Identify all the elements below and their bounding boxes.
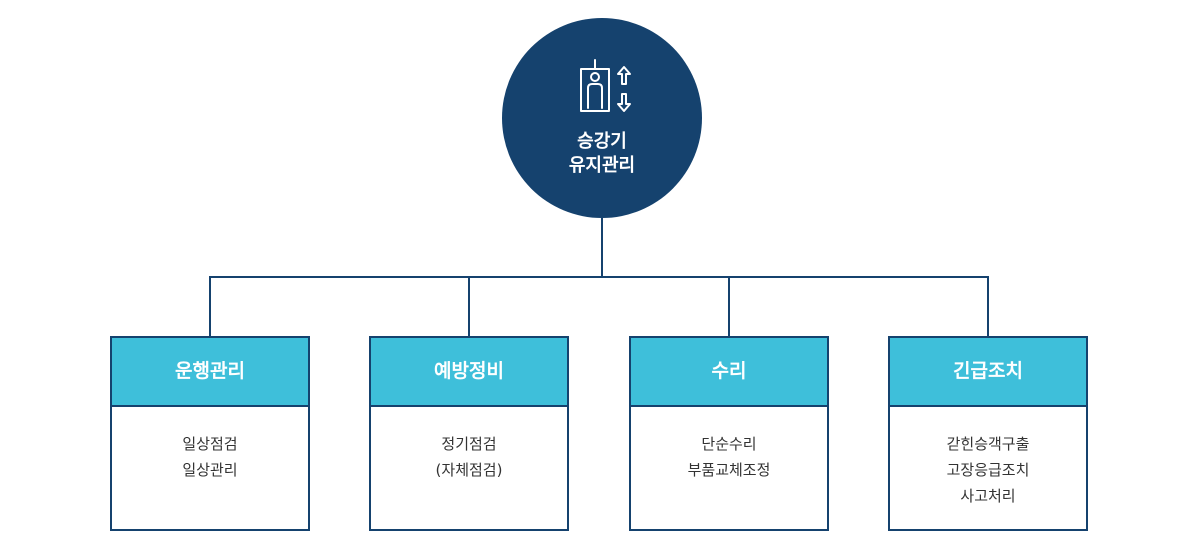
branch-preventive-maintenance: 예방정비 정기점검 (자체점검) <box>369 336 569 531</box>
branch-item: (자체점검) <box>435 461 503 479</box>
branch-item-list: 일상점검 일상관리 <box>112 407 308 483</box>
branch-item: 정기점검 <box>441 435 497 453</box>
branch-item: 단순수리 <box>701 435 757 453</box>
elevator-icon <box>580 59 631 112</box>
branch-item-list: 단순수리 부품교체조정 <box>631 407 827 483</box>
branch-item-list: 정기점검 (자체점검) <box>371 407 567 483</box>
branch-item: 일상관리 <box>182 461 238 479</box>
root-title-line1: 승강기 <box>577 131 627 152</box>
branch-item: 갇힌승객구출 <box>946 435 1030 453</box>
branch-item: 일상점검 <box>182 435 238 453</box>
root-node: 승강기 유지관리 <box>502 18 702 218</box>
branch-item: 사고처리 <box>960 487 1016 505</box>
branch-item: 부품교체조정 <box>687 461 771 479</box>
branch-operation-management: 운행관리 일상점검 일상관리 <box>110 336 310 531</box>
branch-title: 긴급조치 <box>890 338 1086 407</box>
branch-title: 예방정비 <box>371 338 567 407</box>
root-title-line2: 유지관리 <box>568 155 636 176</box>
branch-repair: 수리 단순수리 부품교체조정 <box>629 336 829 531</box>
branch-item: 고장응급조치 <box>946 461 1030 479</box>
branch-item-list: 갇힌승객구출 고장응급조치 사고처리 <box>890 407 1086 509</box>
branch-title: 운행관리 <box>112 338 308 407</box>
branch-emergency-action: 긴급조치 갇힌승객구출 고장응급조치 사고처리 <box>888 336 1088 531</box>
branch-title: 수리 <box>631 338 827 407</box>
